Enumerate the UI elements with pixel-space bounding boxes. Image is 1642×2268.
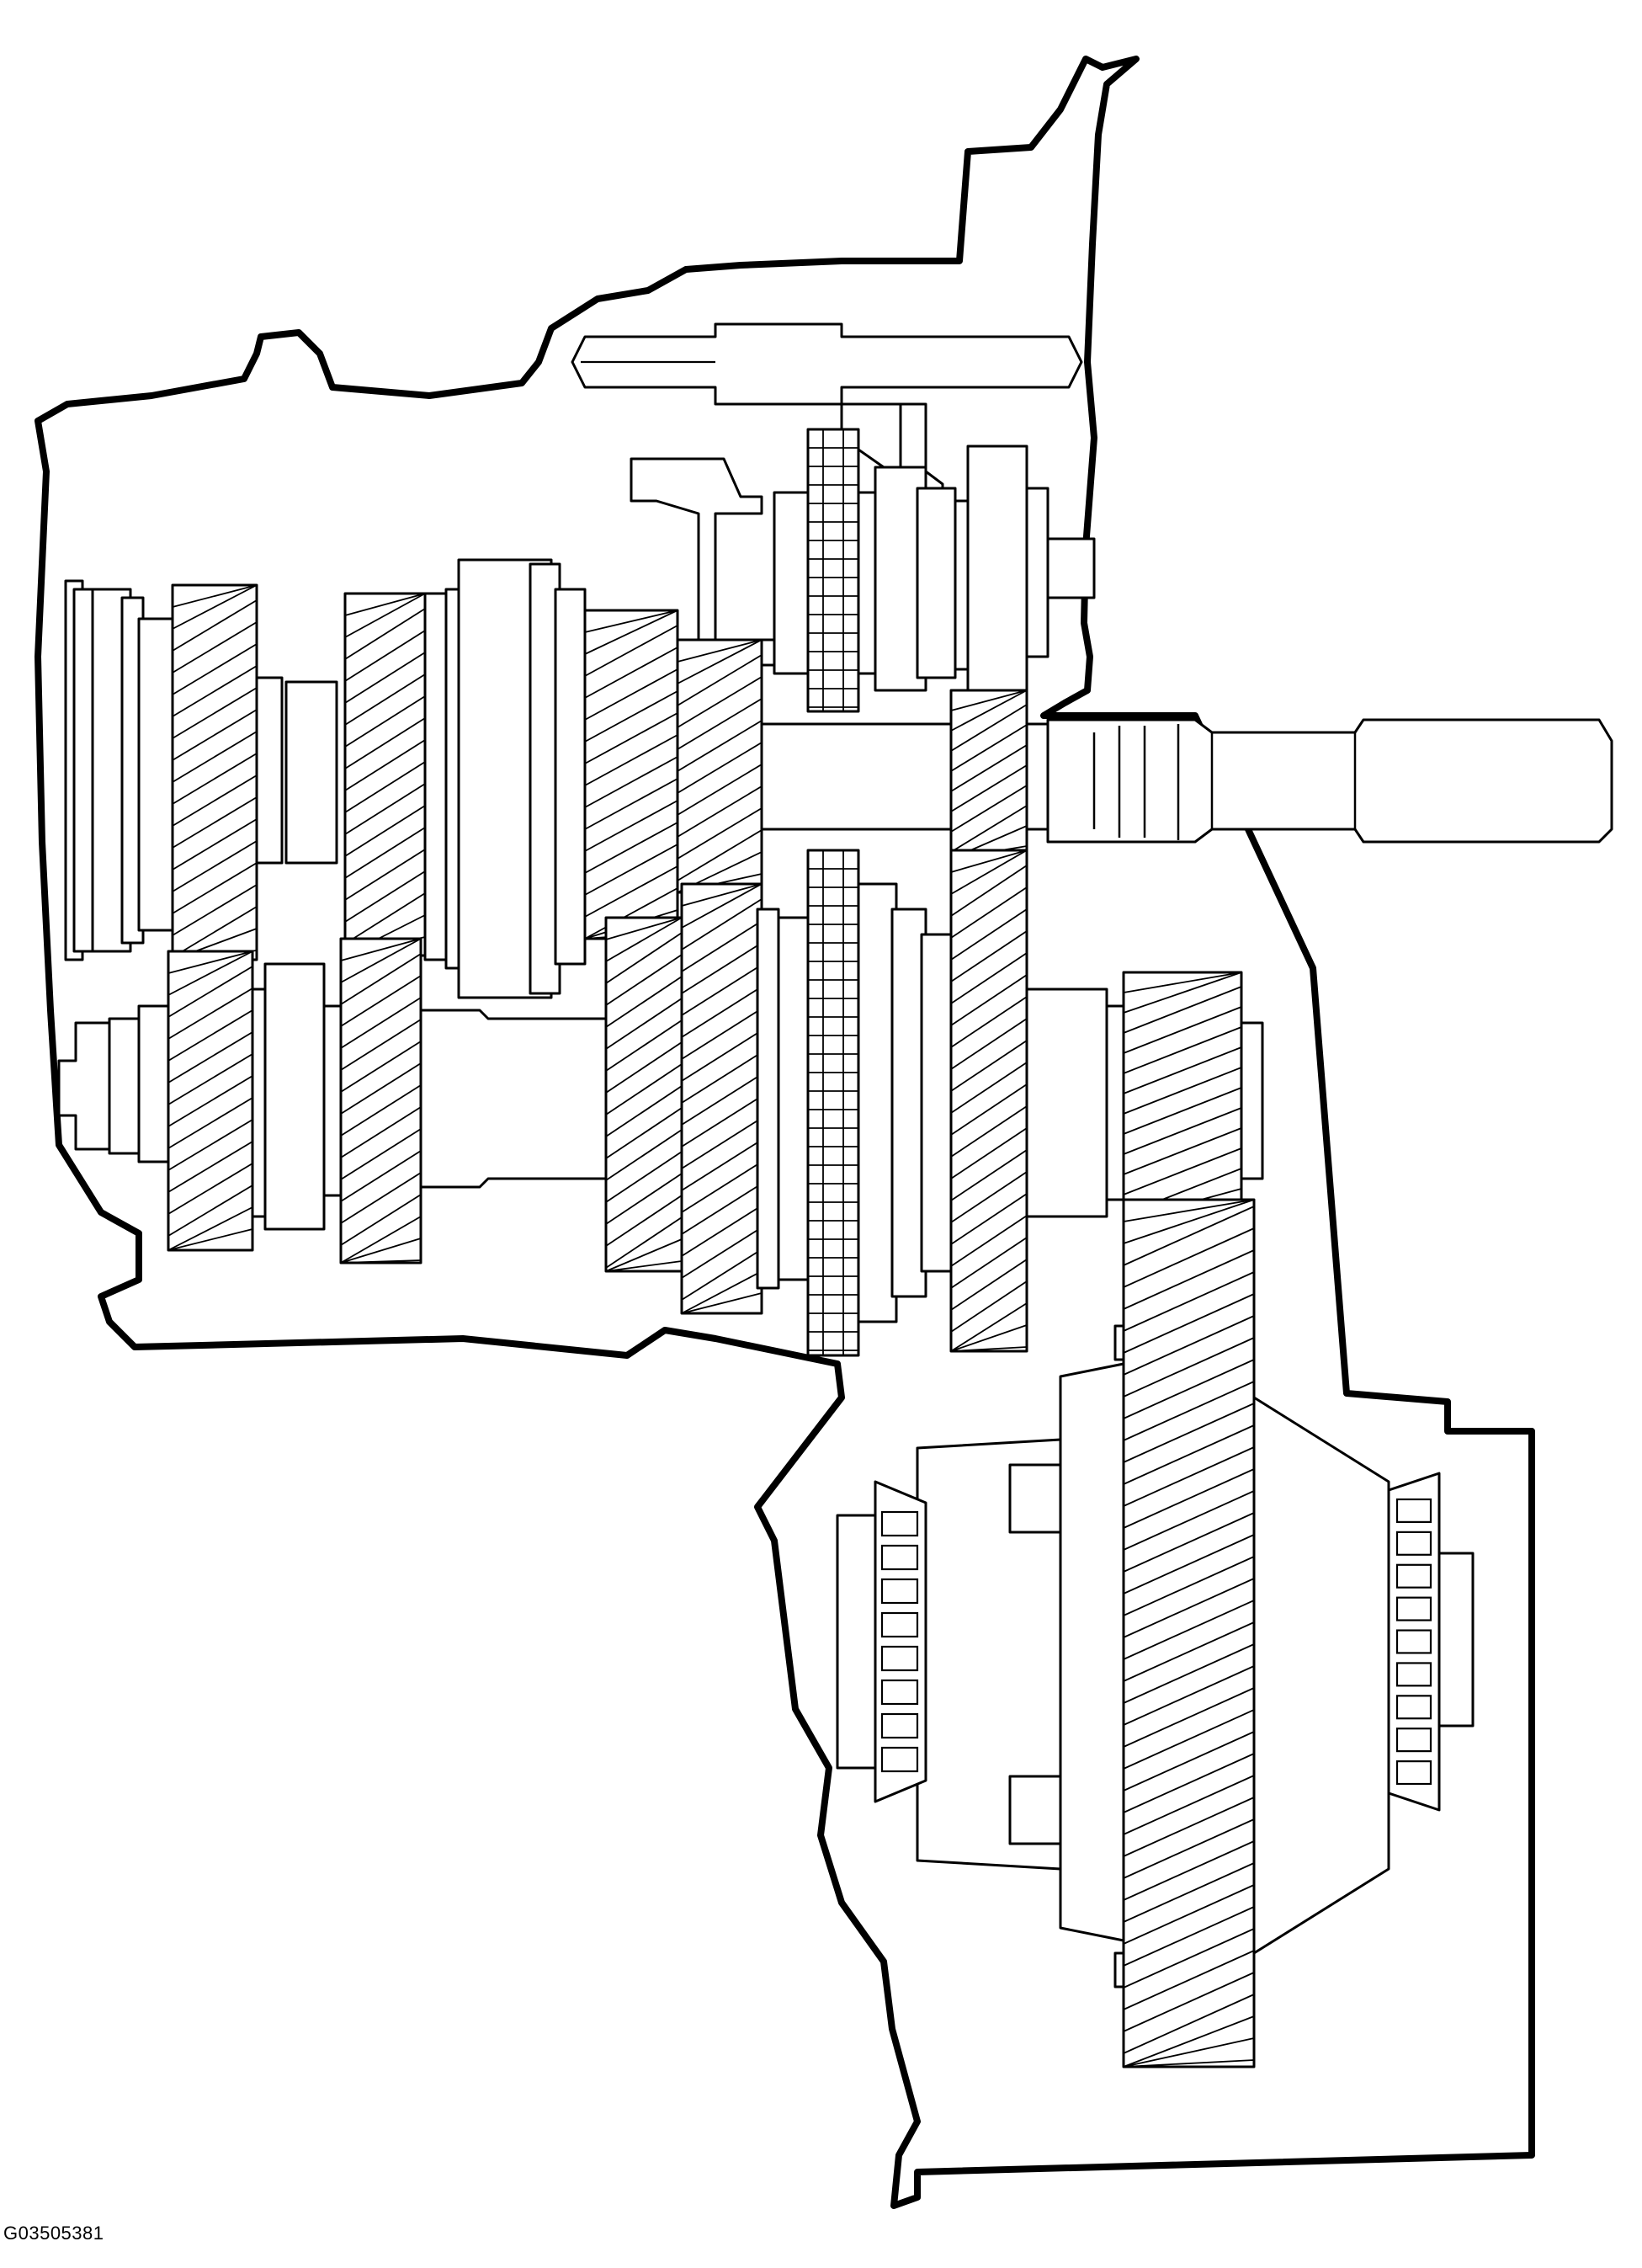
input-shaft [756,718,1613,844]
tapered-roller-bearing-left [836,1480,927,1803]
transaxle-case [35,56,1535,2209]
tapered-roller-bearing-right [1387,1472,1475,1812]
input-shaft-gear-stack [64,558,1028,999]
differential-ring-gear [1122,1198,1256,2068]
upper-synchro-cluster [773,428,1096,713]
figure-id-label: G03505381 [3,2223,104,2244]
output-shaft [57,849,1264,1357]
